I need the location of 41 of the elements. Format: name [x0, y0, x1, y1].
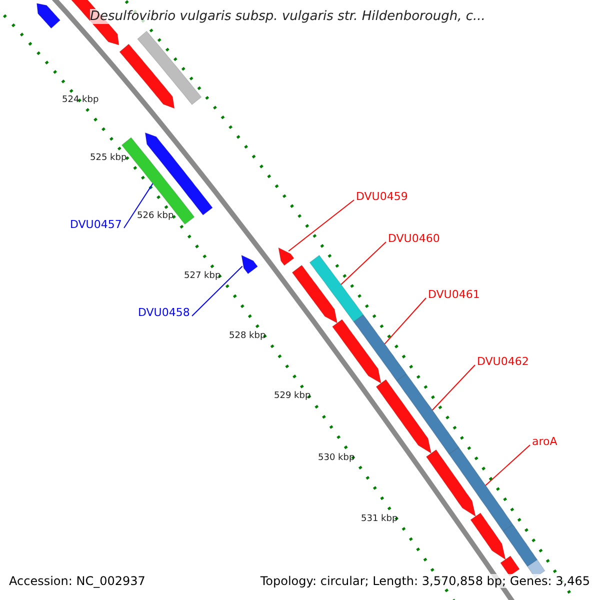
gene-label: DVU0458: [138, 306, 190, 319]
leader-line: [432, 364, 476, 411]
gene-label: DVU0462: [477, 355, 529, 368]
gene-feature: [119, 44, 175, 109]
genome-title: Desulfovibrio vulgaris subsp. vulgaris str. Hildenborough, c...: [90, 9, 486, 24]
gene-feature: [470, 512, 506, 560]
gene-label: aroA: [532, 435, 558, 448]
accession-label: Accession: NC_002937: [9, 574, 146, 588]
leader-line: [124, 183, 154, 228]
gene-feature: [426, 449, 476, 518]
scale-label: 525 kbp: [90, 153, 127, 163]
gene-feature: [448, 446, 514, 532]
genome-stats: Topology: circular; Length: 3,570,858 bp; Genes: 3,465: [260, 574, 590, 588]
scale-label: 524 kbp: [62, 95, 99, 105]
leader-line: [192, 266, 243, 316]
scale-label: 531 kbp: [361, 514, 398, 524]
leader-line: [288, 200, 354, 252]
leader-line: [384, 298, 426, 344]
gene-feature: [332, 319, 382, 384]
gene-feature: [309, 254, 364, 322]
scale-label: 528 kbp: [229, 331, 266, 341]
gene-label: DVU0461: [428, 288, 480, 301]
leader-line: [485, 444, 530, 486]
gene-label: DVU0459: [356, 190, 408, 203]
scale-label: 526 kbp: [137, 211, 174, 221]
gene-feature: [36, 3, 60, 29]
gene-feature: [278, 247, 294, 266]
gene-feature: [500, 556, 520, 576]
gene-feature: [502, 524, 538, 567]
gene-feature: [137, 30, 202, 106]
gene-label: DVU0457: [70, 218, 122, 231]
scale-label: 530 kbp: [318, 453, 355, 463]
scale-label: 527 kbp: [184, 271, 221, 281]
gene-label: DVU0460: [388, 232, 440, 245]
gene-feature: [292, 264, 338, 324]
scale-label: 529 kbp: [274, 391, 311, 401]
gene-feature: [396, 374, 460, 455]
gene-feature: [376, 379, 432, 454]
leader-line: [340, 242, 386, 286]
gene-feature: [241, 254, 258, 274]
gene-feature: [353, 314, 407, 382]
